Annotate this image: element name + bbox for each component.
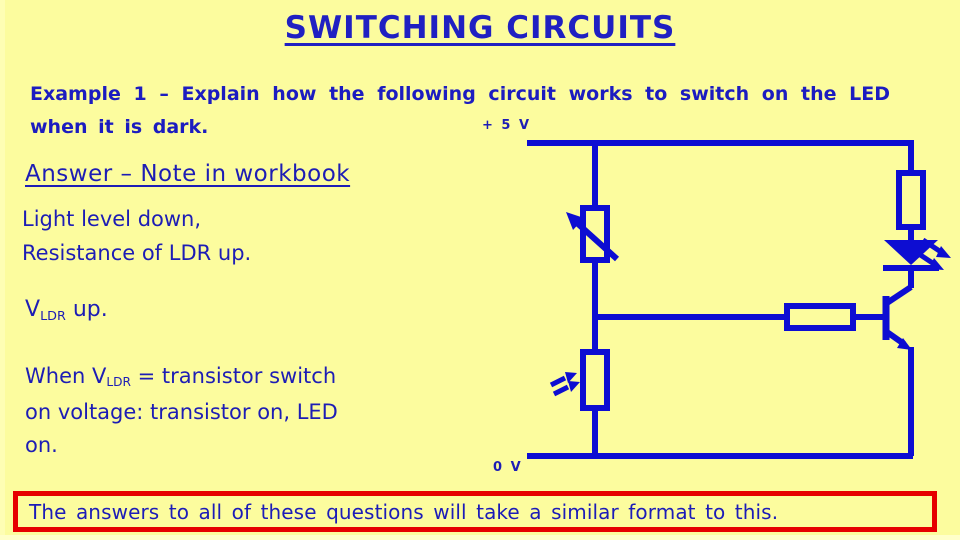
variable-resistor-arrow-shaft: [574, 220, 620, 262]
footer-text: The answers to all of these questions wi…: [29, 499, 779, 524]
led-light-arrows-icon: [914, 237, 951, 270]
slide-edge-bottom: [0, 535, 960, 540]
ldr-symbol: [580, 349, 610, 411]
example-text: Example 1 – Explain how the following ci…: [30, 78, 890, 144]
led-triangle: [884, 240, 938, 265]
answer-point-1-line1: Light level down,: [22, 207, 202, 231]
answer-point-3: When VLDR = transistor switch on voltage…: [25, 360, 338, 462]
slide-edge-left: [0, 0, 5, 540]
answer-point-3-line3: on.: [25, 433, 58, 457]
answer-point-1-line2: Resistance of LDR up.: [22, 241, 252, 265]
transistor-collector: [885, 284, 913, 306]
subscript-ldr: LDR: [106, 375, 131, 390]
transistor-symbol: [882, 284, 913, 350]
answer-point-2: VLDR up.: [25, 297, 108, 324]
answer-point-1: Light level down, Resistance of LDR up.: [22, 202, 251, 270]
answer-point-3-line2: on voltage: transistor on, LED: [25, 400, 338, 424]
supply-voltage-label: + 5 V: [482, 118, 532, 133]
answer-heading: Answer – Note in workbook: [25, 161, 351, 187]
variable-resistor-arrowhead: [566, 212, 584, 230]
answer-point-3-line1: When VLDR = transistor switch: [25, 364, 337, 390]
ldr-light-arrows-icon: [549, 372, 580, 397]
subscript-ldr: LDR: [40, 308, 66, 324]
variable-resistor-symbol: [566, 205, 620, 263]
page-title: SWITCHING CIRCUITS: [284, 10, 676, 46]
base-resistor-symbol: [784, 303, 856, 331]
footer-callout: The answers to all of these questions wi…: [13, 491, 937, 532]
ground-voltage-label: 0 V: [493, 460, 523, 475]
example-line2: when it is dark.: [30, 116, 209, 138]
example-line1: Example 1 – Explain how the following ci…: [30, 83, 890, 105]
top-rail: [527, 140, 914, 173]
collector-resistor-symbol: [896, 170, 926, 230]
